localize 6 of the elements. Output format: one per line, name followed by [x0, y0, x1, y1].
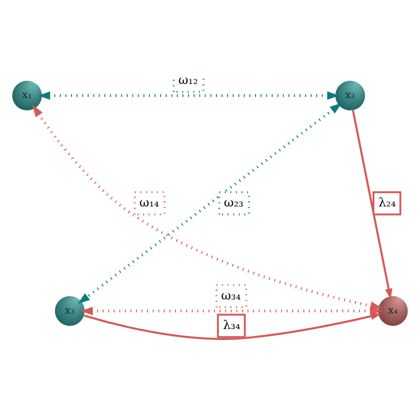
- edge-label: λ₃₄: [223, 318, 240, 332]
- edge-label: ω₁₂: [178, 72, 198, 87]
- edge-label: ω₃₄: [221, 288, 241, 302]
- edge-label: λ₂₄: [378, 195, 396, 210]
- edge-label: ω₂₃: [224, 195, 244, 210]
- edge-label: ω₁₄: [139, 195, 159, 210]
